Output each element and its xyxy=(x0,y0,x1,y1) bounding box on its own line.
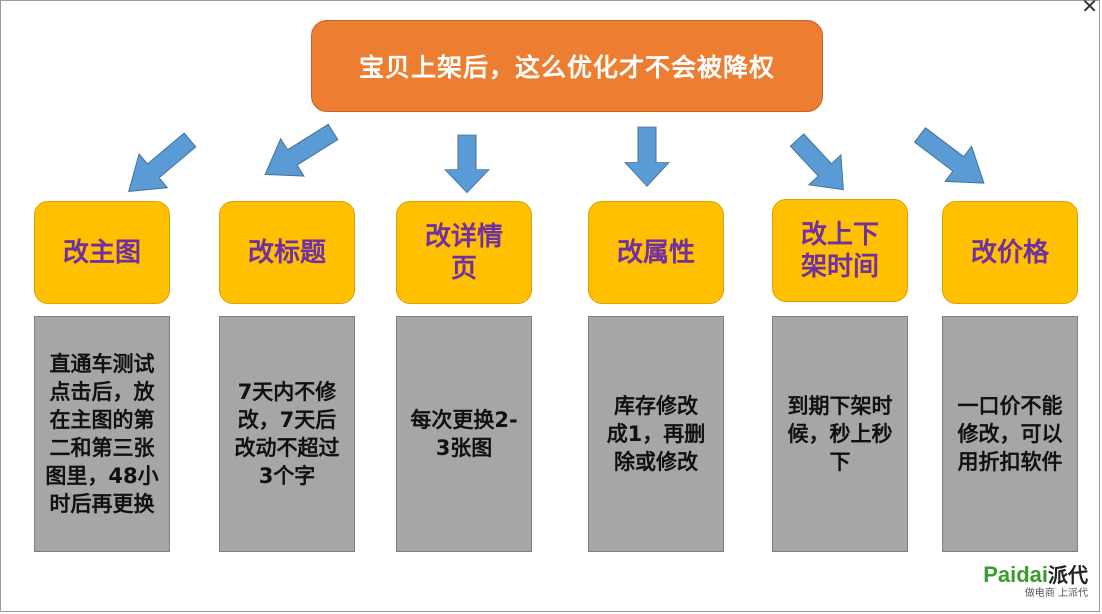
logo-tagline: 做电商 上派代 xyxy=(1024,588,1088,599)
root-title: 宝贝上架后，这么优化才不会被降权 xyxy=(311,20,823,112)
detail-text: 7天内不修改，7天后改动不超过3个字 xyxy=(234,380,340,488)
category-detail-page: 改详情页 xyxy=(396,201,532,304)
logo-brand-en: Paidai xyxy=(983,562,1048,587)
arrow-2 xyxy=(252,112,346,194)
detail-attributes: 库存修改成1，再删除或修改 xyxy=(588,316,724,552)
detail-listing-time: 到期下架时候，秒上秒下 xyxy=(772,316,908,552)
detail-text: 到期下架时候，秒上秒下 xyxy=(787,394,893,474)
category-main-image: 改主图 xyxy=(34,201,170,304)
logo-brand: Paidai派代 xyxy=(983,563,1088,588)
detail-text: 库存修改成1，再删除或修改 xyxy=(606,394,706,474)
detail-title: 7天内不修改，7天后改动不超过3个字 xyxy=(219,316,355,552)
paidai-logo: Paidai派代 做电商 上派代 xyxy=(983,563,1088,600)
arrow-5 xyxy=(780,124,860,206)
category-listing-time: 改上下架时间 xyxy=(772,199,908,302)
category-attributes: 改属性 xyxy=(588,201,724,304)
arrow-4 xyxy=(624,126,670,187)
detail-text: 直通车测试点击后，放在主图的第二和第三张图里，48小时后再更换 xyxy=(45,352,159,516)
arrow-1 xyxy=(114,122,205,209)
logo-brand-cn: 派代 xyxy=(1048,565,1088,587)
arrow-3 xyxy=(444,134,490,194)
detail-detail-page: 每次更换2-3张图 xyxy=(396,316,532,552)
close-icon[interactable]: ✕ xyxy=(1081,0,1098,18)
arrow-6 xyxy=(906,116,998,202)
detail-main-image: 直通车测试点击后，放在主图的第二和第三张图里，48小时后再更换 xyxy=(34,316,170,552)
detail-text: 每次更换2-3张图 xyxy=(410,408,518,460)
detail-text: 一口价不能修改，可以用折扣软件 xyxy=(957,394,1063,474)
category-title: 改标题 xyxy=(219,201,355,304)
category-price: 改价格 xyxy=(942,201,1078,304)
detail-price: 一口价不能修改，可以用折扣软件 xyxy=(942,316,1078,552)
